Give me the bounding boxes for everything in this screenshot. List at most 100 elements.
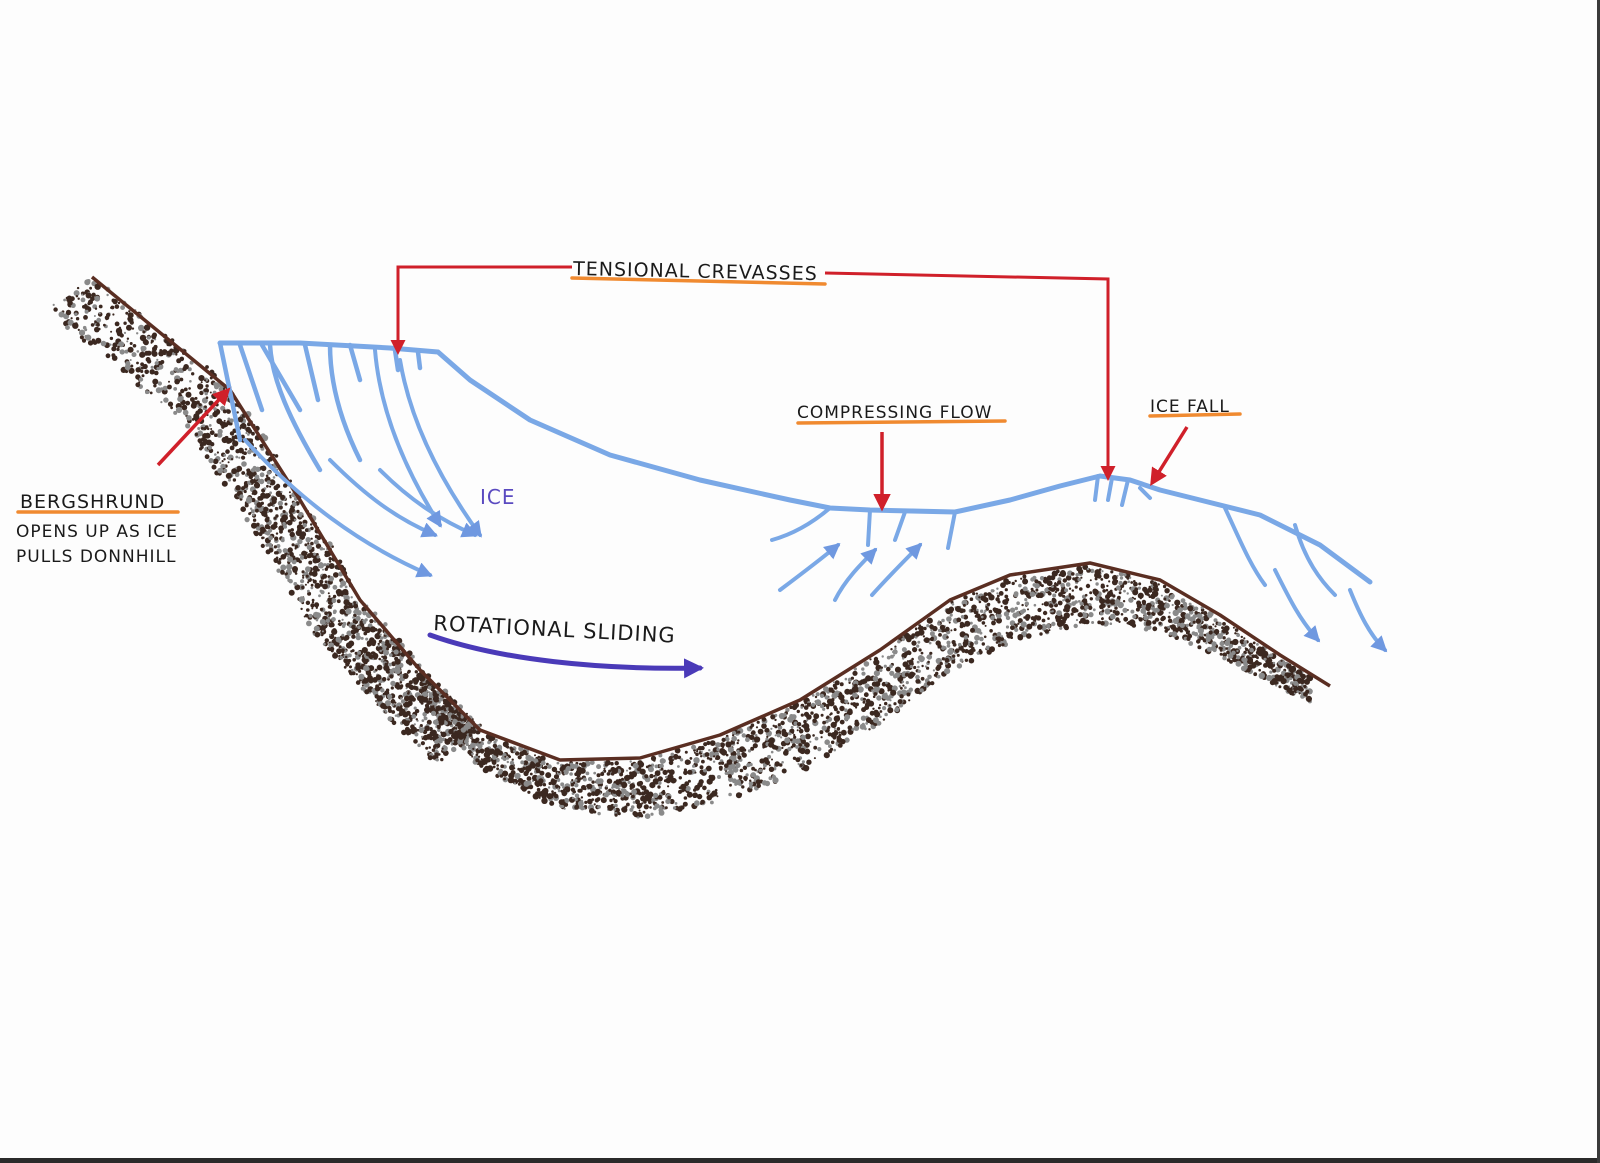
rock-dot [204, 432, 211, 439]
rock-dot [587, 798, 593, 805]
rock-dot [798, 727, 802, 730]
rock-dot [1071, 572, 1075, 576]
rock-dot [1172, 617, 1179, 625]
rock-dot [1155, 584, 1158, 588]
rock-dot [278, 505, 283, 510]
rock-dot [817, 747, 822, 752]
rock-dot [979, 636, 984, 642]
rock-dot [598, 786, 602, 790]
rock-dot [844, 716, 849, 722]
rock-dot [658, 807, 664, 813]
rock-dot [175, 353, 178, 356]
rock-dot [273, 545, 277, 549]
rock-dot [1092, 589, 1099, 596]
rock-dot [871, 689, 874, 692]
rock-dot [312, 579, 315, 581]
rock-dot [774, 725, 778, 729]
rock-dot [1192, 620, 1196, 624]
rock-dot [78, 329, 86, 336]
rock-dot [73, 290, 80, 297]
rock-dot [700, 750, 703, 753]
rock-dot [1008, 631, 1014, 637]
rock-dot [830, 740, 835, 745]
rock-dot [1132, 589, 1139, 596]
rock-dot [341, 618, 344, 621]
rock-dot [880, 666, 884, 669]
rock-dot [562, 799, 565, 802]
rock-dot [265, 538, 269, 543]
rock-dot [921, 664, 924, 668]
rock-dot [951, 659, 956, 664]
rock-dot [254, 474, 260, 480]
rock-dot [1026, 633, 1032, 639]
rock-dot [959, 658, 964, 663]
rock-dot [946, 616, 952, 622]
rock-dot [1155, 601, 1158, 604]
rock-dot [923, 684, 926, 688]
rock-dot [1145, 605, 1151, 612]
rock-dot [150, 365, 154, 369]
tensional-crevasses-bracket [396, 265, 1110, 478]
rock-dot [682, 801, 688, 807]
rock-dot [127, 346, 134, 353]
rock-dot [1034, 579, 1039, 584]
rock-dot [305, 566, 311, 572]
rock-dot [1263, 663, 1268, 668]
rock-dot [770, 727, 773, 730]
rock-dot [776, 733, 781, 738]
rock-dot [983, 592, 988, 597]
rock-dot [1105, 598, 1111, 604]
rock-dot [1222, 652, 1227, 657]
rock-dot [962, 603, 966, 607]
rock-dot [660, 767, 664, 771]
rock-dot [443, 699, 449, 704]
rock-dot [343, 665, 347, 669]
rock-dot [250, 468, 256, 473]
rock-dot [247, 433, 250, 436]
rock-dot [154, 361, 159, 366]
rock-dot [989, 646, 995, 653]
rock-dot [67, 300, 73, 306]
rock-dot [771, 758, 773, 761]
rock-dot [98, 312, 101, 315]
rock-dot [814, 695, 818, 699]
rock-dot [364, 689, 370, 695]
rock-dot [351, 671, 356, 676]
rock-dot [256, 522, 260, 527]
rock-dot [596, 764, 602, 770]
rock-dot [1080, 576, 1083, 579]
rock-dot [1139, 617, 1142, 620]
rock-dot [211, 464, 217, 470]
rock-dot [594, 790, 600, 797]
rock-dot [374, 632, 381, 640]
rock-dot [500, 764, 505, 769]
rock-dot [385, 639, 389, 643]
rock-dot [386, 643, 392, 649]
rock-dot [322, 573, 328, 579]
rock-dot [421, 737, 424, 740]
rock-dot [203, 379, 207, 382]
rock-dot [1071, 607, 1078, 614]
rock-dot [589, 760, 595, 765]
rock-dot [315, 619, 319, 622]
rock-dot [918, 624, 922, 627]
rock-dot [322, 583, 328, 590]
rock-dot [86, 279, 91, 283]
rock-dot [271, 496, 278, 502]
rock-dot [1107, 593, 1111, 597]
rock-dot [116, 347, 120, 352]
rock-dot [1127, 580, 1130, 583]
rock-dot [618, 784, 622, 787]
rock-dot [400, 699, 406, 704]
rock-dot [345, 655, 348, 659]
rock-dot [805, 719, 809, 722]
rock-dot [496, 764, 500, 767]
rock-dot [797, 763, 800, 765]
rock-dot [77, 297, 80, 300]
rock-dot [1133, 580, 1136, 583]
rock-dot [839, 705, 845, 712]
rock-dot [294, 584, 301, 591]
rock-dot [844, 688, 851, 695]
rock-dot [1185, 623, 1189, 628]
rock-dot [251, 522, 258, 529]
